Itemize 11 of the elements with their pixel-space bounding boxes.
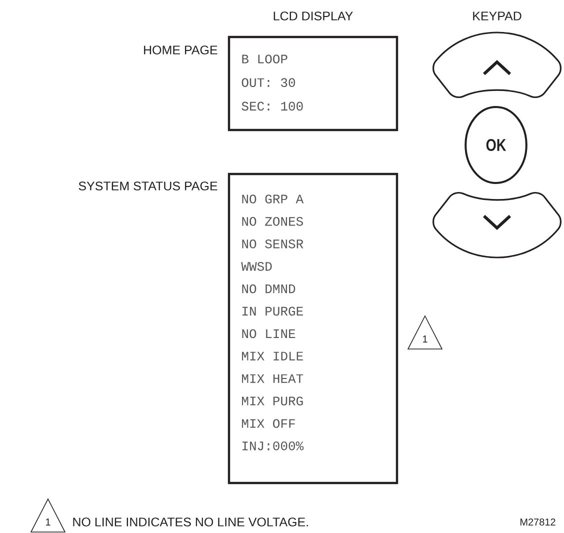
- note: NO LINE INDICATES NO LINE VOLTAGE.: [73, 518, 308, 526]
- down-button: [432, 192, 562, 258]
- up-button: [432, 32, 562, 98]
- heading: KEYPAD: [473, 12, 522, 20]
- figure-number: M27812: [520, 518, 556, 526]
- ok-button: OK: [464, 106, 528, 184]
- lcd-screen: NO GRP A NO ZONES NO SENSR WWSD NO DMND IN PURGE NO LINE MIX IDLE MIX HEAT MIX PURG MIX OFF INJ:000%: [228, 172, 398, 484]
- page-label: SYSTEM STATUS PAGE: [78, 182, 218, 190]
- page-label: HOME PAGE: [144, 46, 218, 54]
- heading: LCD DISPLAY: [274, 12, 353, 20]
- lcd-screen: B LOOP OUT: 30 SEC: 100: [228, 36, 398, 132]
